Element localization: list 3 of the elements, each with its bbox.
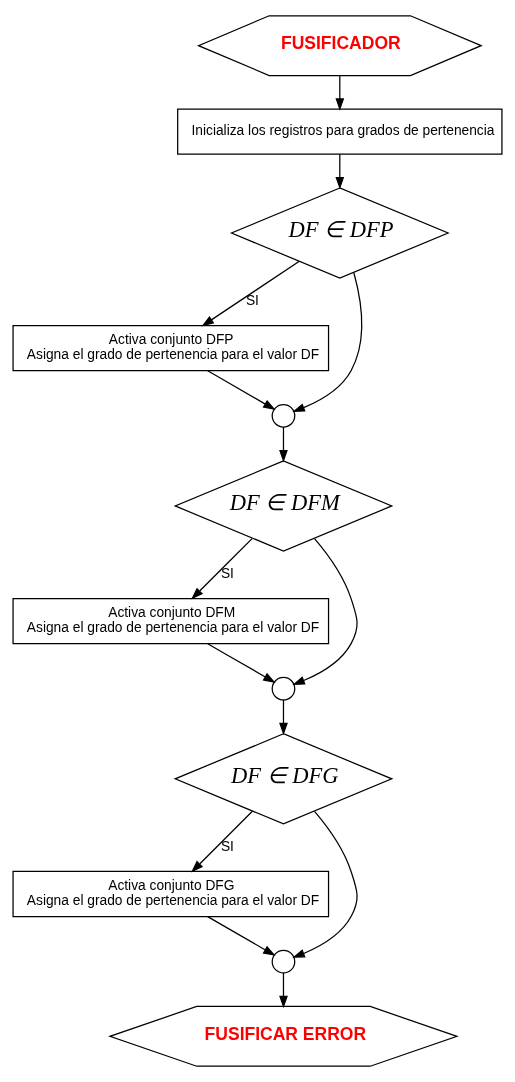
edge-label: SI (245, 293, 259, 309)
edge-label: SI (220, 566, 234, 582)
edge-label: SI (220, 839, 234, 855)
